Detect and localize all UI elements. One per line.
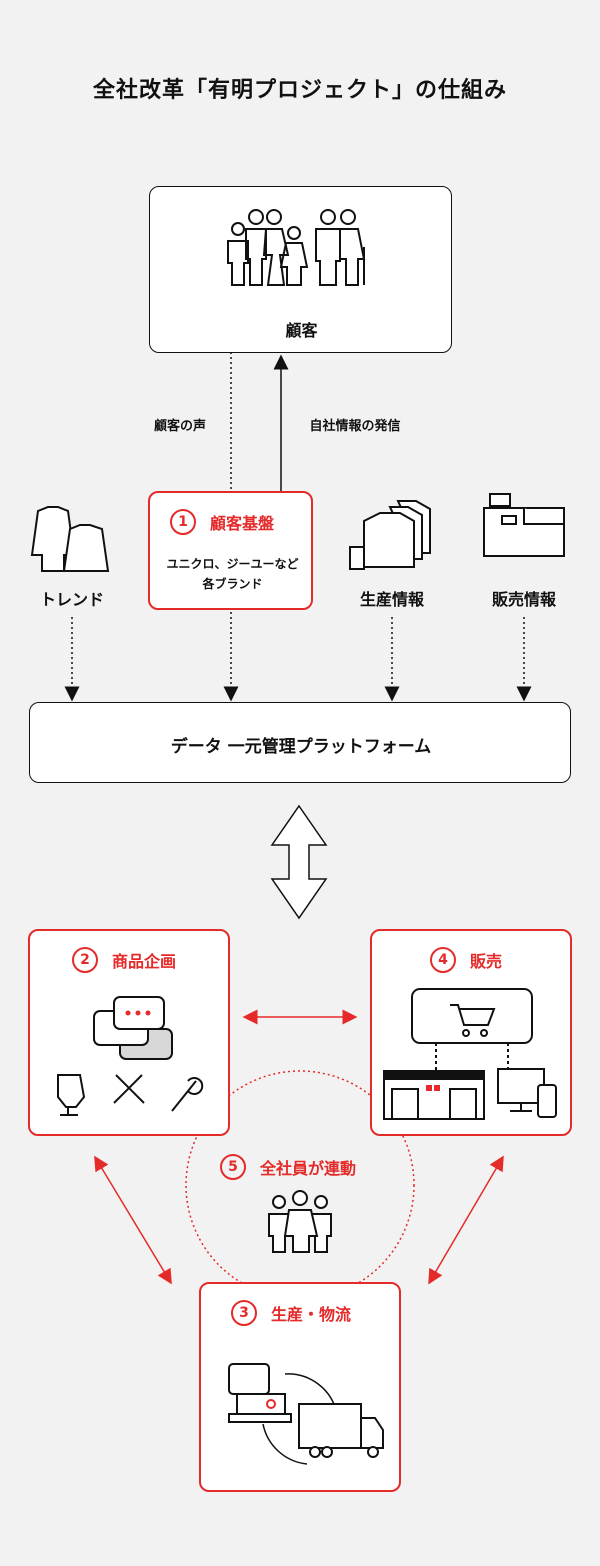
sales-production-arrow [428,1155,504,1285]
platform-label: データ 一元管理プラットフォーム [170,737,432,757]
customer-box: 顧客 [149,186,452,353]
planning-production-arrow [94,1155,172,1285]
staff-group-icon [268,1190,332,1253]
planning-number: 2 [72,947,98,973]
all-staff-circle [185,1070,415,1300]
design-tools-icon [57,1074,204,1116]
customer-voice-label: 顧客の声 [153,419,206,434]
customer-base-number: 1 [170,509,196,535]
customer-base-sub1: ユニクロ、ジーユーなど [166,557,299,571]
platform-double-arrow [270,804,328,920]
garment-stack-icon [349,500,431,570]
outbound-info-label: 自社情報の発信 [309,419,401,434]
customer-label: 顧客 [285,321,318,340]
sales-number: 4 [430,947,456,973]
chat-bubbles-icon [93,996,173,1060]
trend-label: トレンド [39,590,104,609]
production-info-label: 生産情報 [359,590,424,609]
all-staff-number: 5 [220,1154,246,1180]
register-icon [483,493,565,557]
platform-box: データ 一元管理プラットフォーム [29,702,571,783]
sales-info-label: 販売情報 [491,590,556,609]
clothes-icon [30,506,110,572]
shopping-cart-screen-icon [383,988,557,1120]
page-title: 全社改革「有明プロジェクト」の仕組み [92,78,507,103]
customer-base-sub2: 各ブランド [202,577,263,591]
sewing-truck-icon [228,1363,384,1465]
people-icon [227,209,366,286]
production-number: 3 [231,1300,257,1326]
